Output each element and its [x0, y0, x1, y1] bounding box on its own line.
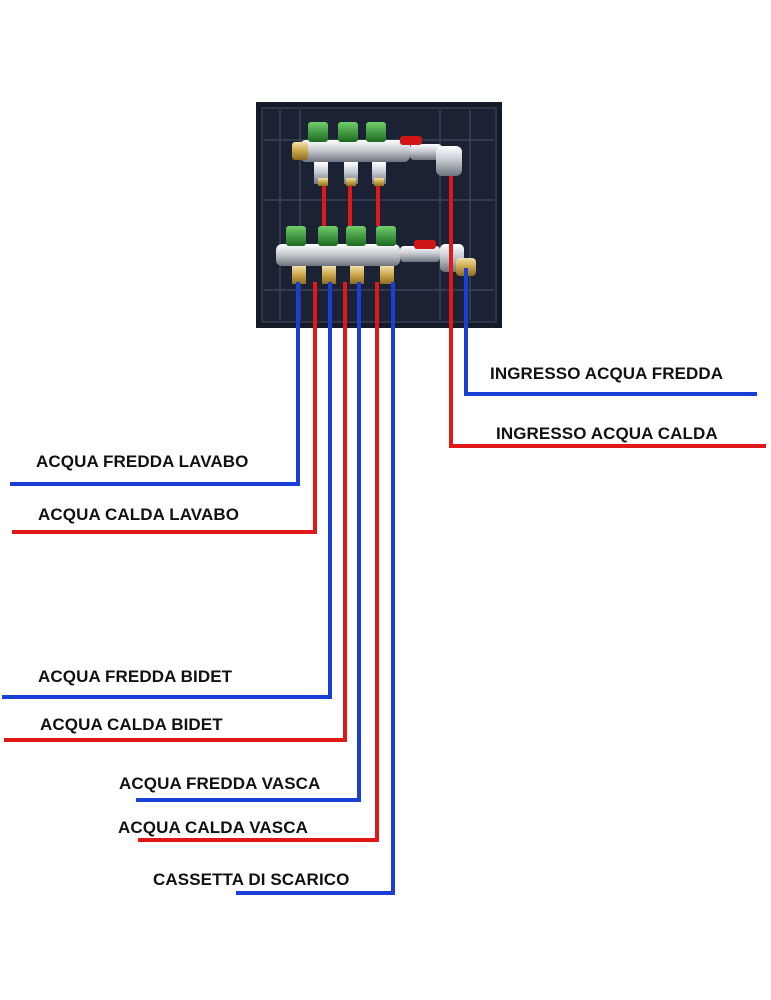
- label-cassetta: CASSETTA DI SCARICO: [153, 870, 350, 889]
- label-ingresso-calda: INGRESSO ACQUA CALDA: [496, 424, 718, 443]
- green-valve-cap: [346, 226, 366, 246]
- red-lever-handle: [414, 240, 436, 249]
- line-calda-lavabo: [12, 282, 317, 534]
- green-valve-cap: [318, 226, 338, 246]
- label-calda-vasca: ACQUA CALDA VASCA: [118, 818, 308, 837]
- pipe-lines: [2, 176, 766, 895]
- line-fredda-vasca: [136, 282, 361, 802]
- red-lever-handle: [400, 136, 422, 145]
- green-valve-cap: [286, 226, 306, 246]
- label-fredda-vasca: ACQUA FREDDA VASCA: [119, 774, 321, 793]
- green-valve-cap: [338, 122, 358, 142]
- green-valve-cap: [376, 226, 396, 246]
- line-ingresso-calda: [449, 176, 766, 448]
- label-calda-lavabo: ACQUA CALDA LAVABO: [38, 505, 240, 524]
- line-fredda-bidet: [2, 282, 332, 699]
- line-ingresso-fredda: [464, 268, 757, 396]
- line-fredda-lavabo: [10, 282, 300, 486]
- internal-pipes: [322, 186, 380, 226]
- upper-manifold: [292, 122, 462, 186]
- manifold-box-photo: [256, 102, 502, 328]
- label-ingresso-fredda: INGRESSO ACQUA FREDDA: [490, 364, 724, 383]
- line-calda-bidet: [4, 282, 347, 742]
- lower-manifold: [276, 226, 476, 284]
- label-calda-bidet: ACQUA CALDA BIDET: [40, 715, 223, 734]
- green-valve-cap: [308, 122, 328, 142]
- label-fredda-bidet: ACQUA FREDDA BIDET: [38, 667, 233, 686]
- label-fredda-lavabo: ACQUA FREDDA LAVABO: [36, 452, 249, 471]
- line-cassetta: [236, 282, 395, 895]
- green-valve-cap: [366, 122, 386, 142]
- line-calda-vasca: [138, 282, 379, 842]
